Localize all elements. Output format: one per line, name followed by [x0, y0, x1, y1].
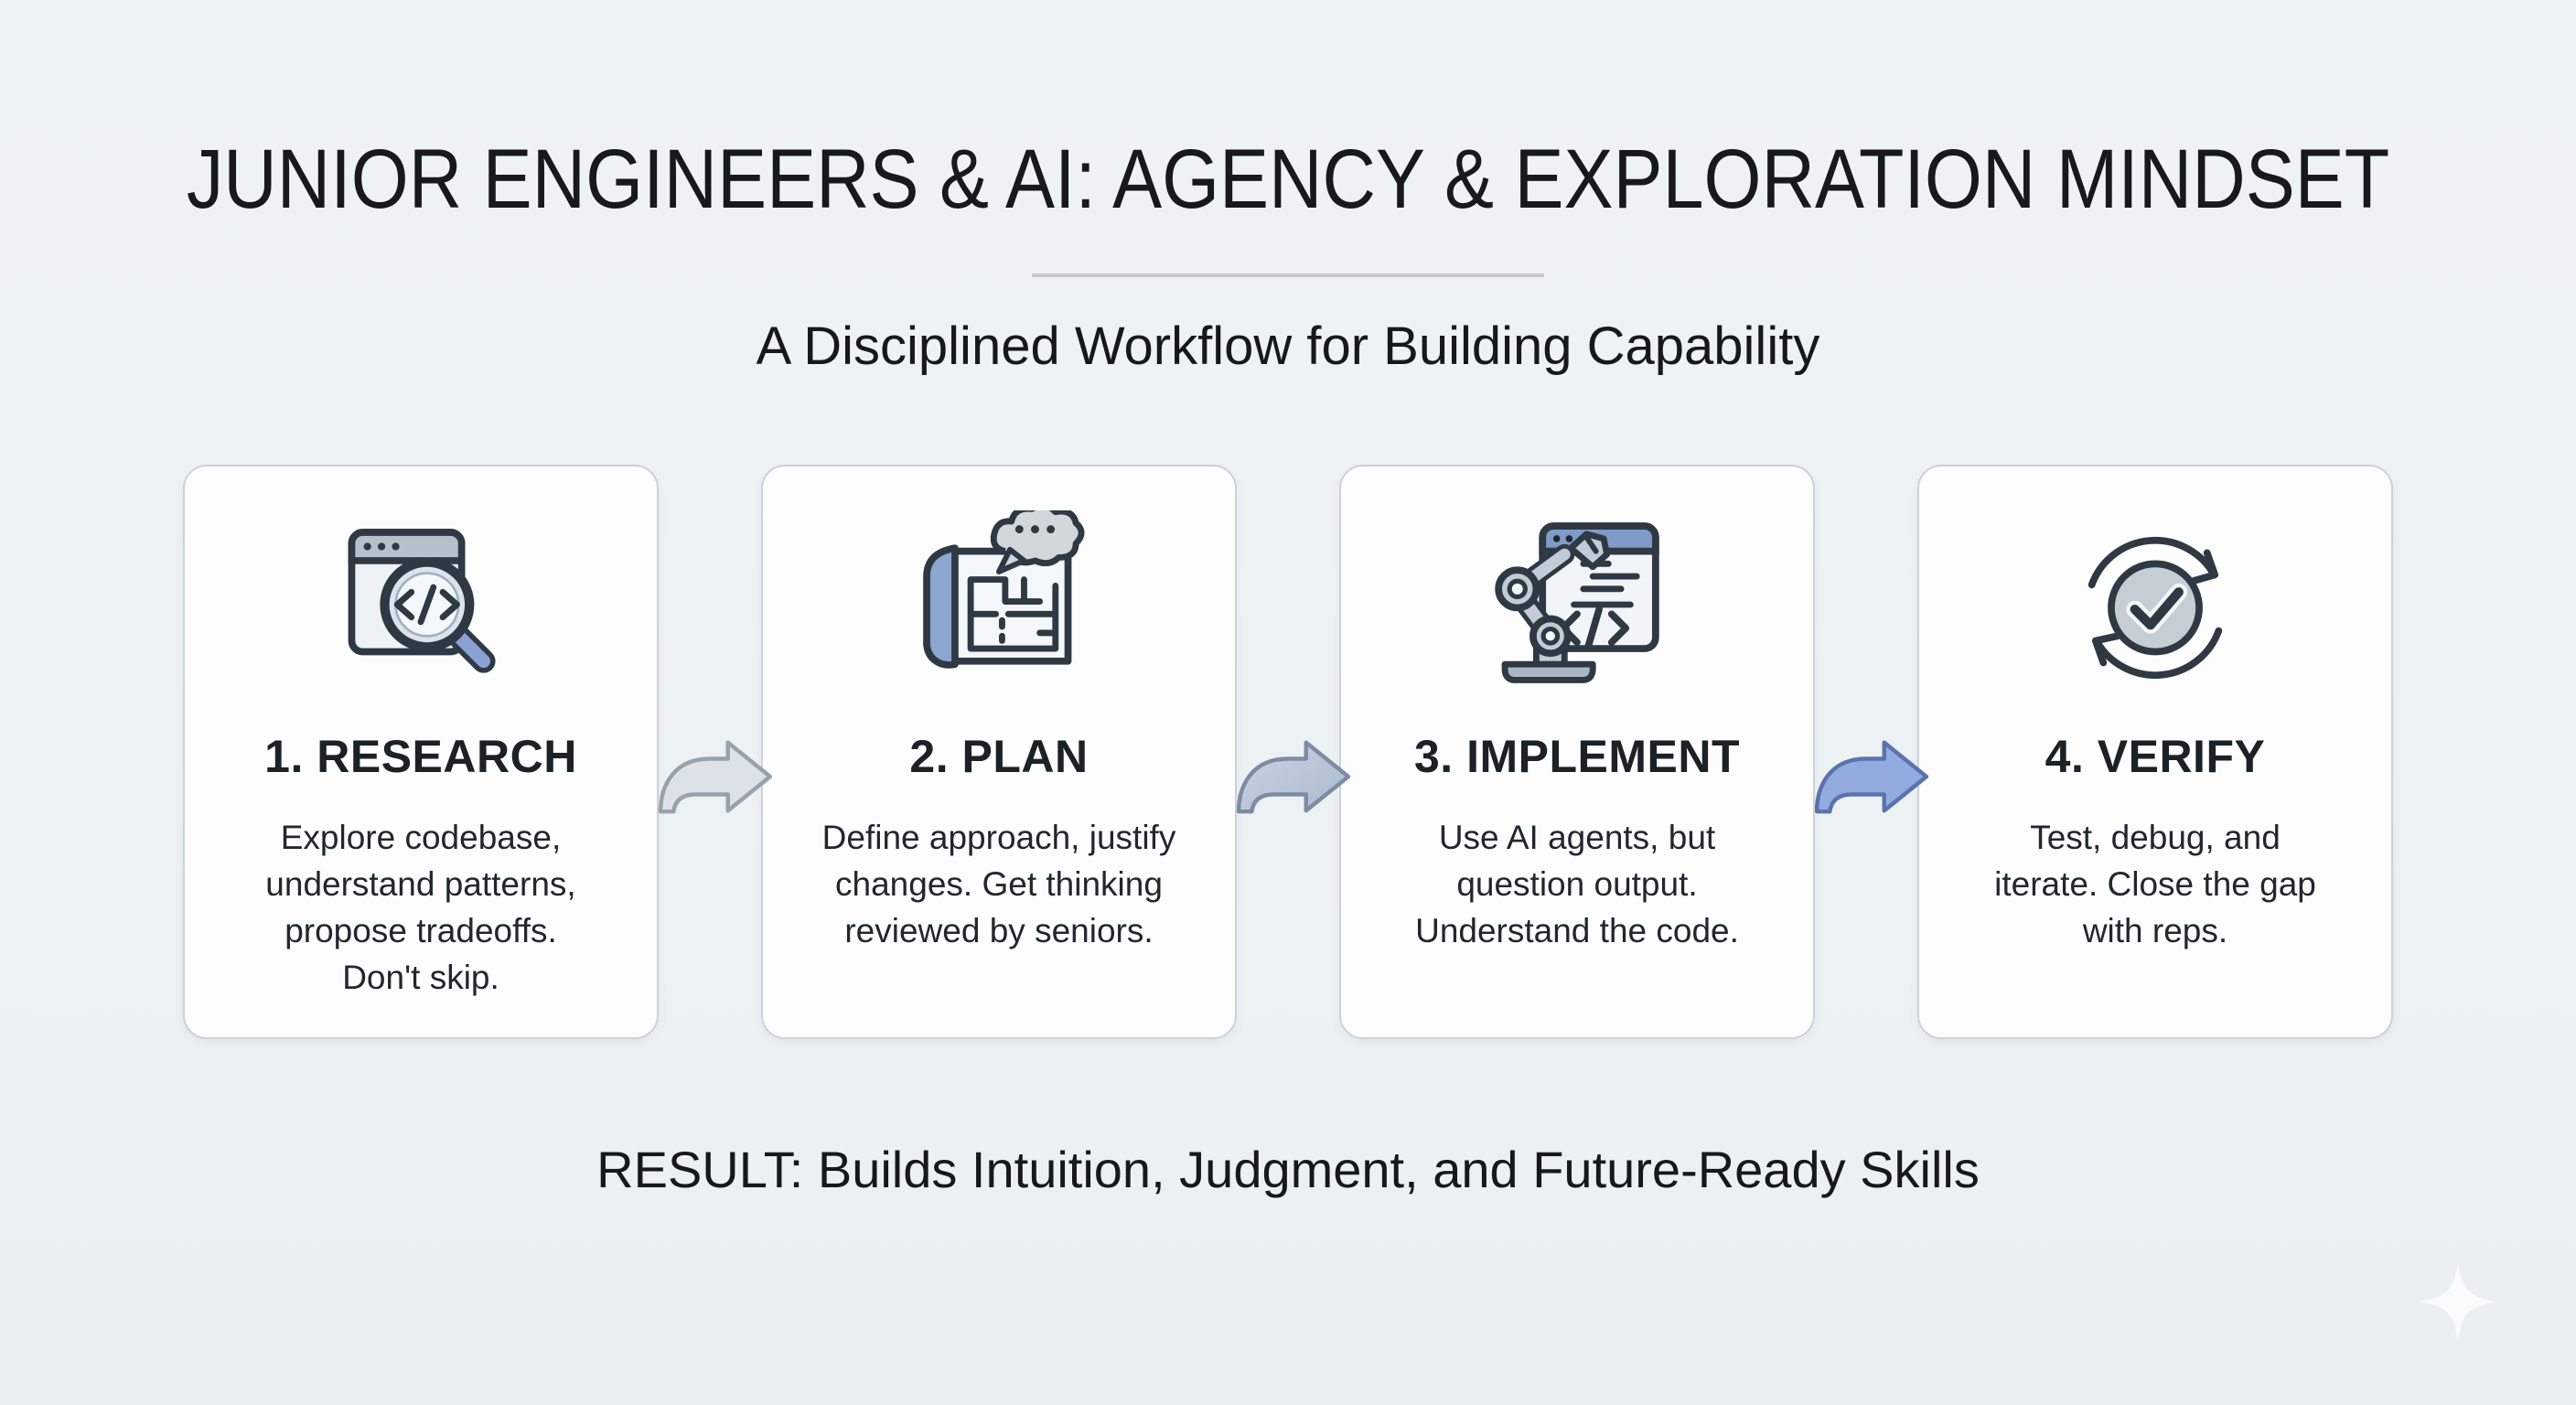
- flow-arrow-3: [1814, 465, 1929, 1039]
- step-heading: 2. PLAN: [909, 731, 1089, 783]
- code-search-icon: [327, 510, 515, 699]
- step-heading: 3. IMPLEMENT: [1413, 731, 1741, 783]
- step-description: Test, debug, and iterate. Close the gap …: [1994, 819, 2316, 950]
- title-divider: [1032, 273, 1544, 278]
- result-text: RESULT: Builds Intuition, Judgment, and …: [596, 1141, 1980, 1199]
- sparkle-icon: [2419, 1262, 2497, 1341]
- header: JUNIOR ENGINEERS & AI: AGENCY & EXPLORAT…: [0, 0, 2576, 377]
- cycle-check-icon: [2061, 510, 2249, 699]
- step-card-implement: 3. IMPLEMENT Use AI agents, but question…: [1339, 465, 1815, 1040]
- page-title: JUNIOR ENGINEERS & AI: AGENCY & EXPLORAT…: [186, 133, 2390, 226]
- robot-arm-code-icon: [1483, 510, 1671, 699]
- page-subtitle: A Disciplined Workflow for Building Capa…: [756, 316, 1820, 377]
- step-card-plan: 2. PLAN Define approach, justify changes…: [761, 465, 1237, 1040]
- workflow-row: 1. RESEARCH Explore codebase, understand…: [0, 465, 2576, 1040]
- step-heading: 1. RESEARCH: [264, 731, 577, 783]
- step-card-verify: 4. VERIFY Test, debug, and iterate. Clos…: [1917, 465, 2393, 1040]
- flow-arrow-1: [658, 465, 773, 1039]
- flow-arrow-2: [1236, 465, 1351, 1039]
- step-heading: 4. VERIFY: [2045, 731, 2266, 783]
- step-description: Define approach, justify changes. Get th…: [821, 819, 1176, 950]
- step-description: Explore codebase, understand patterns, p…: [265, 819, 576, 997]
- step-description: Use AI agents, but question output. Unde…: [1415, 819, 1739, 950]
- step-card-research: 1. RESEARCH Explore codebase, understand…: [183, 465, 659, 1040]
- blueprint-thought-icon: [905, 510, 1093, 699]
